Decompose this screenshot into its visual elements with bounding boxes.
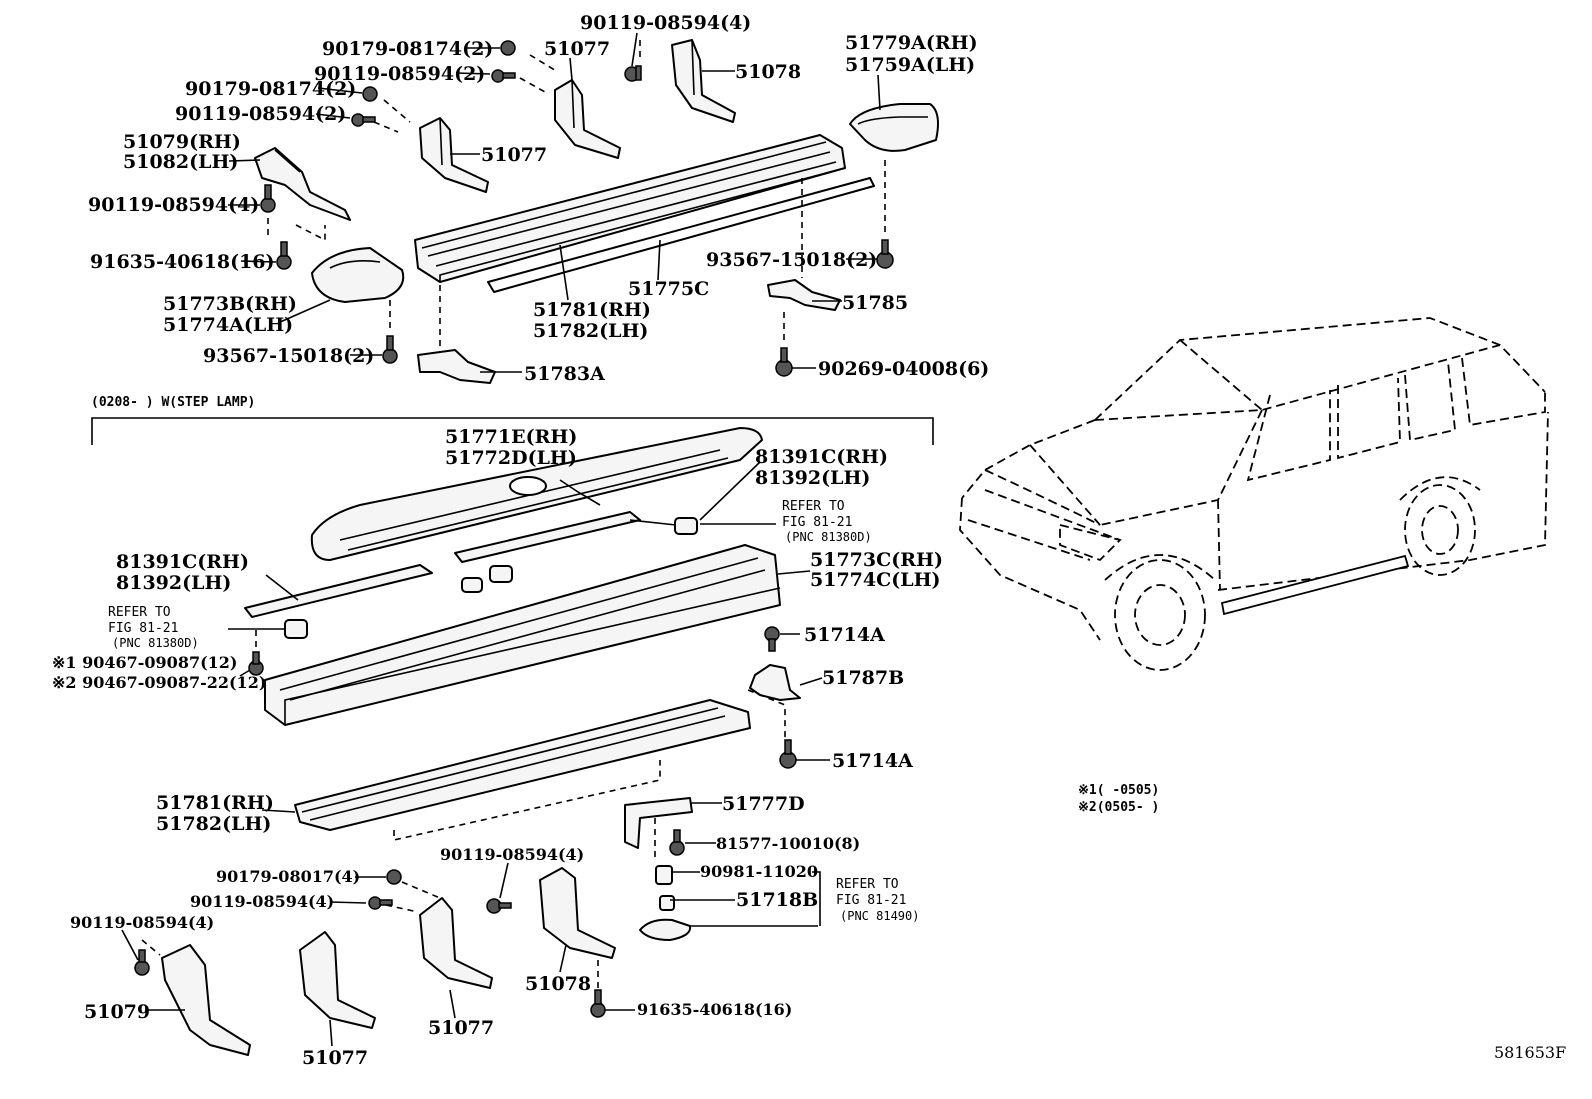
label-90119-08594-2-a: 90119-08594(2) bbox=[314, 63, 485, 85]
bracket-51783A bbox=[417, 349, 496, 384]
label-51782-LH-a: 51782(LH) bbox=[533, 320, 648, 342]
vehicle-illustration bbox=[959, 317, 1549, 671]
label-51771E-RH: 51771E(RH) bbox=[445, 426, 577, 448]
label-51774C-LH: 51774C(LH) bbox=[810, 569, 941, 591]
bolt-icon bbox=[260, 40, 894, 377]
label-91635-40618-16-a: 91635-40618(16) bbox=[90, 251, 275, 273]
label-51082-LH: 51082(LH) bbox=[123, 151, 238, 173]
label-51773C-RH: 51773C(RH) bbox=[810, 549, 943, 571]
bracket-51077-upper-a bbox=[554, 79, 621, 159]
step-board-main bbox=[264, 544, 781, 726]
bracket-51079-upper bbox=[254, 147, 351, 221]
label-90981-11020: 90981-11020 bbox=[700, 862, 818, 881]
label-90119-08594-4-d: 90119-08594(4) bbox=[70, 913, 214, 932]
bracket-51785 bbox=[767, 279, 841, 311]
label-93567-15018-2-b: 93567-15018(2) bbox=[203, 345, 374, 367]
end-cap-upper-left bbox=[311, 247, 405, 303]
label-81577-10010-8: 81577-10010(8) bbox=[716, 834, 860, 853]
label-51077-c: 51077 bbox=[428, 1017, 494, 1039]
label-81391C-RH-a: 81391C(RH) bbox=[755, 446, 888, 468]
label-90179-08017-4: 90179-08017(4) bbox=[216, 867, 360, 886]
label-51775C: 51775C bbox=[628, 278, 709, 300]
label-pnc-81490: (PNC 81490) bbox=[840, 909, 919, 923]
label-51759A-LH: 51759A(LH) bbox=[845, 54, 975, 76]
label-51781-RH-a: 51781(RH) bbox=[533, 299, 651, 321]
bracket-51777D bbox=[624, 797, 693, 849]
label-51714A-b: 51714A bbox=[832, 750, 913, 772]
label-51079-b: 51079 bbox=[84, 1001, 150, 1023]
label-90179-08174-2-a: 90179-08174(2) bbox=[322, 38, 493, 60]
label-90119-08594-2-b: 90119-08594(2) bbox=[175, 103, 346, 125]
label-51077-b: 51077 bbox=[481, 144, 547, 166]
label-90467-09087-12: ※1 90467-09087(12) bbox=[52, 653, 237, 672]
label-fig-81-21-a: FIG 81-21 bbox=[782, 515, 852, 530]
label-51079-RH: 51079(RH) bbox=[123, 131, 241, 153]
lamp-socket bbox=[639, 865, 692, 941]
bracket-51079-lower bbox=[161, 944, 251, 1056]
label-90119-08594-4-a: 90119-08594(4) bbox=[88, 194, 259, 216]
label-93567-15018-2-a: 93567-15018(2) bbox=[706, 249, 877, 271]
section-note: (0208- ) W(STEP LAMP) bbox=[91, 395, 255, 410]
bracket-51787B bbox=[749, 664, 801, 701]
lamp-strip-upper bbox=[454, 511, 698, 563]
label-51077-d: 51077 bbox=[302, 1047, 368, 1069]
bracket-51077-upper-b bbox=[419, 117, 489, 193]
bracket-51077-lower-a bbox=[299, 931, 376, 1029]
running-board-lower bbox=[294, 699, 751, 831]
label-51714A-a: 51714A bbox=[804, 624, 885, 646]
label-51077-a: 51077 bbox=[544, 38, 610, 60]
label-90119-08594-4-top: 90119-08594(4) bbox=[580, 12, 751, 34]
label-fig-81-21-b: FIG 81-21 bbox=[108, 621, 178, 636]
label-90179-08174-2-b: 90179-08174(2) bbox=[185, 78, 356, 100]
lamp-strip-lower bbox=[244, 564, 513, 639]
label-51777D: 51777D bbox=[722, 793, 805, 815]
end-cap-upper-right bbox=[849, 103, 939, 152]
label-81391C-RH-b: 81391C(RH) bbox=[116, 551, 249, 573]
bracket-51078-upper bbox=[671, 39, 736, 123]
figure-id: 581653F bbox=[1494, 1043, 1566, 1062]
label-51718B: 51718B bbox=[736, 889, 818, 911]
label-refer-to-b: REFER TO bbox=[108, 605, 171, 620]
label-51787B: 51787B bbox=[822, 667, 904, 689]
bracket-51077-lower-b bbox=[419, 897, 493, 989]
bolt-icon bbox=[134, 626, 797, 1018]
label-51774A-LH: 51774A(LH) bbox=[163, 314, 293, 336]
label-90269-04008-6: 90269-04008(6) bbox=[818, 358, 989, 380]
label-pnc-81380d-b: (PNC 81380D) bbox=[112, 636, 199, 650]
label-51078-a: 51078 bbox=[735, 61, 801, 83]
label-51781-RH-b: 51781(RH) bbox=[156, 792, 274, 814]
label-91635-40618-16-b: 91635-40618(16) bbox=[637, 1000, 792, 1019]
label-81392-LH-a: 81392(LH) bbox=[755, 467, 870, 489]
label-51779A-RH: 51779A(RH) bbox=[845, 32, 978, 54]
running-board-upper bbox=[414, 134, 846, 283]
footnote-1: ※1( -0505) bbox=[1078, 783, 1159, 798]
label-51772D-LH: 51772D(LH) bbox=[445, 447, 577, 469]
footnote-2: ※2(0505- ) bbox=[1078, 800, 1159, 815]
label-refer-to-a: REFER TO bbox=[782, 499, 845, 514]
label-90119-08594-4-c: 90119-08594(4) bbox=[440, 845, 584, 864]
label-51773B-RH: 51773B(RH) bbox=[163, 293, 297, 315]
label-51783A: 51783A bbox=[524, 363, 605, 385]
label-refer-to-c: REFER TO bbox=[836, 877, 899, 892]
label-81392-LH-b: 81392(LH) bbox=[116, 572, 231, 594]
bracket-51078-lower bbox=[539, 867, 616, 959]
label-pnc-81380d-a: (PNC 81380D) bbox=[785, 530, 872, 544]
trim-strip-upper bbox=[487, 177, 875, 293]
label-51785: 51785 bbox=[842, 292, 908, 314]
label-51782-LH-b: 51782(LH) bbox=[156, 813, 271, 835]
label-90119-08594-4-b: 90119-08594(4) bbox=[190, 892, 334, 911]
label-51078-b: 51078 bbox=[525, 973, 591, 995]
step-cover-top bbox=[310, 427, 763, 561]
label-90467-09087-22-12: ※2 90467-09087-22(12) bbox=[52, 673, 266, 692]
label-fig-81-21-c: FIG 81-21 bbox=[836, 893, 906, 908]
